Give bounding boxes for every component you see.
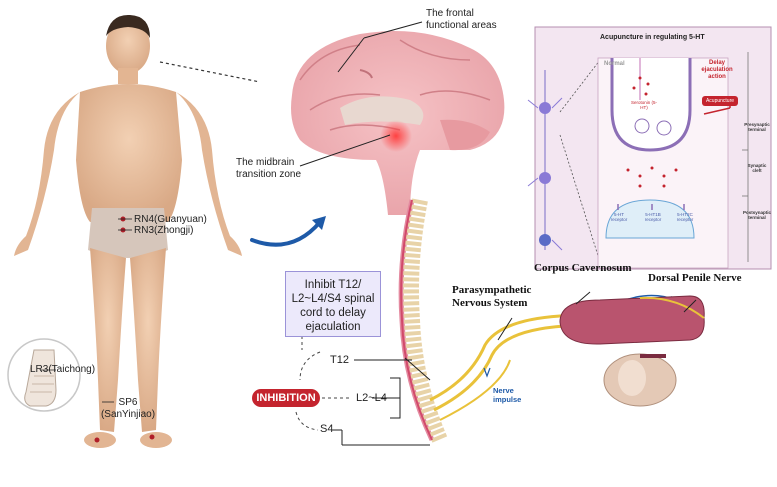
panel-cleft: Synaptic cleft: [747, 163, 767, 173]
lr3-point: [94, 437, 100, 443]
midbrain-hotspot: [380, 120, 412, 152]
label-rn3: RN3(Zhongji): [134, 225, 194, 236]
panel-serotonin: Serotonin (5-HT): [630, 100, 657, 110]
synapse-panel: [527, 26, 772, 270]
torso: [76, 84, 182, 222]
label-lr3: LR3(Taichong): [30, 364, 96, 375]
label-corpus-cavernosum: Corpus Cavernosum: [534, 262, 632, 274]
left-leg: [90, 248, 126, 432]
label-t12: T12: [330, 354, 349, 366]
human-figure: [14, 14, 242, 448]
spinal-column: [398, 198, 448, 444]
head: [106, 18, 150, 74]
label-parasympathetic: Parasympathetic Nervous System: [452, 284, 532, 309]
panel-delay: Delay ejaculation action: [701, 60, 733, 80]
nerve-bundle: [404, 294, 680, 421]
label-frontal-areas: The frontal functional areas: [426, 8, 497, 31]
flow-arrow: [250, 220, 322, 247]
panel-title: Acupuncture in regulating 5-HT: [600, 34, 705, 41]
label-midbrain-zone: The midbrain transition zone: [236, 157, 302, 180]
panel-receptor-2: 5-HT1B receptor: [644, 212, 662, 222]
panel-normal: Normal: [604, 61, 625, 67]
panel-postsynaptic: Postsynaptic terminal: [742, 210, 771, 220]
penis-illustration: [559, 295, 705, 407]
panel-receptor-1: 5-HT receptor: [610, 212, 628, 222]
hair: [106, 14, 150, 38]
panel-receptor-3: 5-HT2C receptor: [676, 212, 694, 222]
inhibit-box: Inhibit T12/ L2~L4/S4 spinal cord to del…: [285, 271, 381, 337]
label-sp6: SP6 (SanYinjiao): [100, 397, 156, 420]
panel-presynaptic: Presynaptic terminal: [744, 122, 770, 132]
inhibition-badge: INHIBITION: [252, 389, 320, 407]
brain-illustration: [291, 31, 505, 215]
sp6-point: [149, 434, 155, 440]
briefs: [88, 208, 168, 258]
right-foot: [140, 432, 172, 448]
label-dorsal-nerve: Dorsal Penile Nerve: [648, 272, 742, 284]
left-foot: [84, 432, 116, 448]
foot-inset: [7, 338, 81, 412]
right-leg: [130, 248, 166, 432]
label-nerve-impulse: Nerve impulse: [493, 386, 522, 404]
flow-arrowhead: [312, 216, 326, 230]
panel-acupuncture: Acupuncture: [702, 96, 738, 106]
label-l2l4: L2~L4: [356, 392, 387, 404]
right-arm: [176, 92, 242, 256]
neck: [118, 68, 138, 84]
label-rn4: RN4(Guanyuan): [134, 214, 207, 225]
label-s4: S4: [320, 423, 334, 435]
left-arm: [14, 92, 80, 256]
